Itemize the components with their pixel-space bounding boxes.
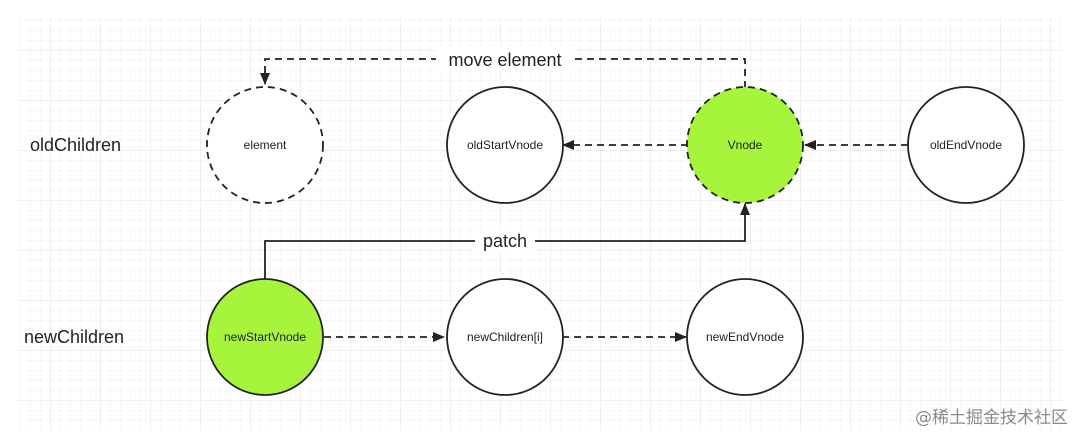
node-vnode-label: Vnode bbox=[728, 138, 763, 152]
node-old-start-vnode-label: oldStartVnode bbox=[467, 138, 543, 152]
row-label-old-children: oldChildren bbox=[30, 135, 121, 155]
node-new-start-vnode: newStartVnode bbox=[206, 278, 324, 396]
patch-label-bg bbox=[475, 230, 535, 252]
node-element-label: element bbox=[244, 138, 287, 152]
node-old-start-vnode: oldStartVnode bbox=[446, 86, 564, 204]
move-element-label-bg bbox=[436, 47, 574, 71]
patch-label: patch bbox=[483, 231, 527, 251]
move-element-label: move element bbox=[448, 50, 561, 70]
row-label-new-children: newChildren bbox=[24, 327, 124, 347]
node-vnode: Vnode bbox=[686, 86, 804, 204]
node-new-end-vnode-label: newEndVnode bbox=[706, 330, 784, 344]
node-new-children-i-label: newChildren[i] bbox=[467, 330, 543, 344]
node-old-end-vnode: oldEndVnode bbox=[907, 86, 1025, 204]
node-new-children-i: newChildren[i] bbox=[446, 278, 564, 396]
node-element: element bbox=[206, 86, 324, 204]
watermark-text: @稀土掘金技术社区 bbox=[915, 408, 1068, 428]
node-new-end-vnode: newEndVnode bbox=[686, 278, 804, 396]
node-new-start-vnode-label: newStartVnode bbox=[224, 330, 306, 344]
node-old-end-vnode-label: oldEndVnode bbox=[930, 138, 1002, 152]
